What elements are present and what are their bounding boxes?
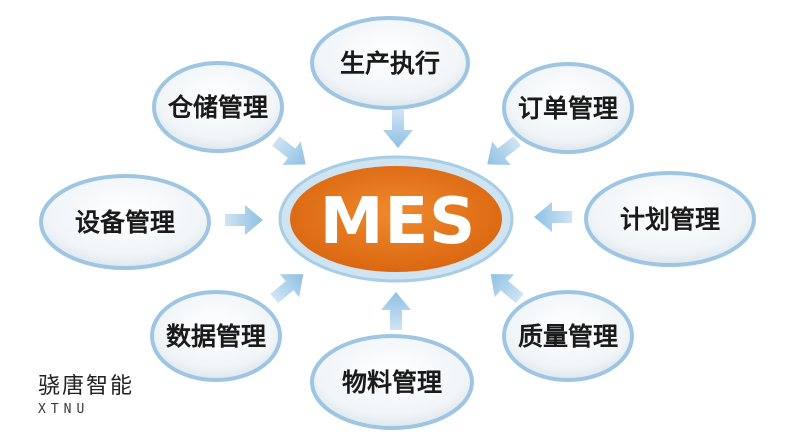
module-node-warehouse: 仓储管理 (152, 61, 284, 153)
arrow-from-left (225, 205, 263, 235)
brand-sub: XTNU (38, 402, 90, 417)
center-label: MES (320, 185, 477, 259)
arrow-from-right (534, 202, 572, 232)
module-node-quality: 质量管理 (502, 290, 634, 382)
module-label: 仓储管理 (167, 93, 268, 122)
module-node-order: 订单管理 (502, 62, 634, 154)
module-node-material: 物料管理 (310, 334, 474, 430)
arrow-group (225, 110, 572, 330)
center-node-mes: MES (278, 155, 514, 283)
module-label: 物料管理 (342, 368, 442, 397)
module-label: 订单管理 (518, 94, 618, 123)
arrow-from-bottom-right (490, 274, 524, 304)
module-label: 质量管理 (518, 322, 618, 351)
module-node-plan: 计划管理 (584, 171, 756, 267)
arrow-from-bottom (381, 292, 411, 330)
module-node-equipment: 设备管理 (39, 174, 211, 270)
module-label: 数据管理 (166, 322, 266, 351)
module-label: 生产执行 (340, 49, 440, 78)
module-node-data: 数据管理 (150, 290, 282, 382)
brand-name: 骁唐智能 (38, 374, 135, 399)
arrow-from-top (383, 110, 413, 148)
module-node-production: 生产执行 (310, 16, 470, 110)
arrow-from-top-left (272, 136, 306, 166)
arrow-from-bottom-left (270, 274, 304, 304)
module-label: 计划管理 (620, 205, 720, 234)
arrow-from-top-right (487, 136, 521, 166)
brand-logo: 骁唐智能 XTNU (38, 368, 134, 417)
module-label: 设备管理 (75, 208, 175, 237)
